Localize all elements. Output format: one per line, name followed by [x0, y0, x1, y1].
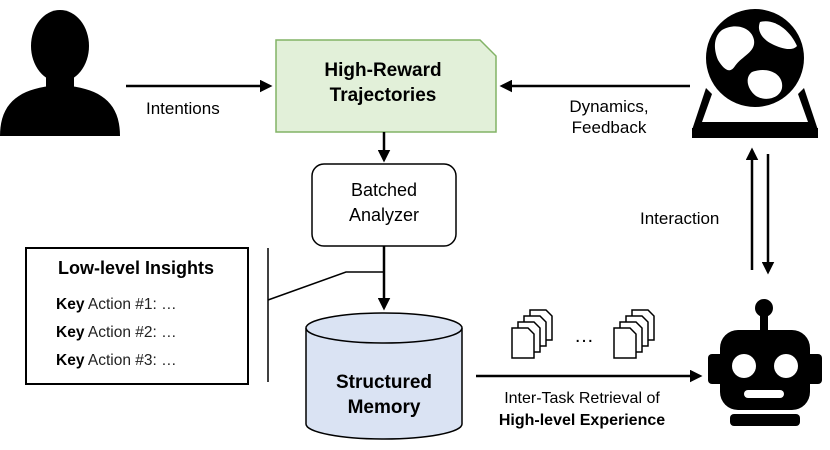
person-icon — [0, 10, 120, 136]
intentions-label: Intentions — [146, 99, 220, 118]
insights-title: Low-level Insights — [57, 258, 215, 278]
insights-bracket — [267, 248, 384, 382]
insights-box — [25, 247, 249, 385]
insight-row: Key Action #3: … — [56, 352, 177, 370]
dynamics-label-line2: Feedback — [571, 118, 647, 137]
retrieval-label-line1: Inter-Task Retrieval of — [504, 390, 660, 407]
dynamics-label: Dynamics, Feedback — [548, 96, 670, 138]
interaction-label: Interaction — [640, 209, 720, 228]
trajectories-label: High-Reward Trajectories — [276, 58, 490, 108]
document-stack-icon — [613, 309, 655, 359]
retrieval-label: Inter-Task Retrieval of High-level Exper… — [462, 388, 702, 432]
globe-icon — [692, 9, 818, 138]
insight-key: Key — [56, 352, 85, 369]
ellipsis-label: … — [574, 325, 594, 347]
analyzer-label-line2: Analyzer — [348, 205, 420, 225]
insight-key: Key — [56, 296, 85, 313]
trajectories-label-line2: Trajectories — [329, 85, 437, 106]
trajectories-label-line1: High-Reward — [324, 60, 442, 81]
memory-node — [305, 312, 463, 440]
memory-label: Structured Memory — [308, 370, 460, 420]
dynamics-label-line1: Dynamics, — [569, 97, 649, 116]
analyzer-label-line1: Batched — [350, 180, 418, 200]
insight-text: Action #1: … — [84, 296, 177, 313]
document-stack-icon — [511, 309, 553, 359]
insight-row: Key Action #2: … — [56, 324, 177, 342]
memory-label-line2: Memory — [347, 397, 421, 418]
trajectories-node — [275, 39, 497, 133]
robot-icon — [708, 299, 822, 426]
insight-key: Key — [56, 324, 85, 341]
insight-row: Key Action #1: … — [56, 296, 177, 314]
retrieval-label-line2: High-level Experience — [498, 412, 666, 429]
insight-text: Action #2: … — [84, 324, 177, 341]
insight-text: Action #3: … — [84, 352, 177, 369]
analyzer-label: Batched Analyzer — [312, 178, 456, 228]
memory-label-line1: Structured — [335, 372, 433, 393]
